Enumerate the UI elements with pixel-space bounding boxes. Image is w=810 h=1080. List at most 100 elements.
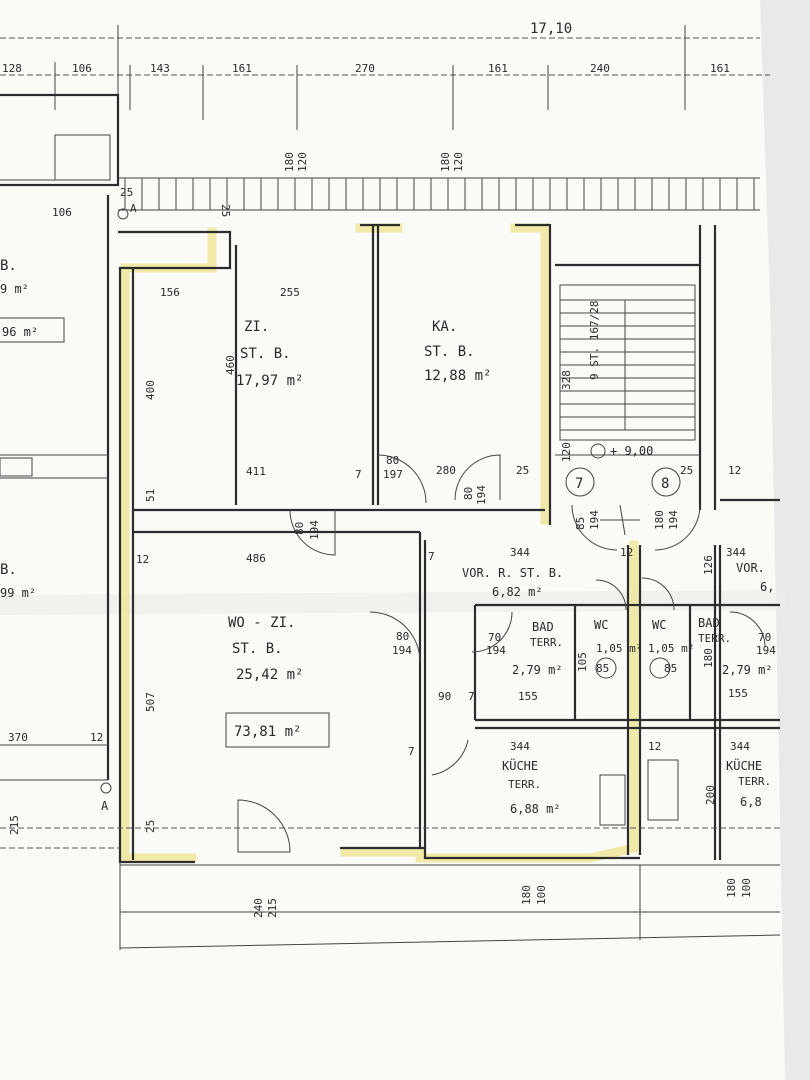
dim-240: 240: [252, 898, 265, 918]
dim-180b: 180: [520, 885, 533, 905]
dim-180c: 180: [725, 878, 738, 898]
dim-100: 100: [535, 885, 548, 905]
axis-marker-top: [117, 208, 129, 220]
bottom-terrace-lines: [0, 827, 781, 950]
kitchen-counter: [599, 774, 626, 826]
dim-215b: 215: [266, 898, 279, 918]
vertical-dimension-pairs: 180 120 180 120: [283, 152, 465, 172]
room-bad2-sub: TERR.: [698, 632, 731, 645]
room-wc-area: 1,05 m²: [596, 642, 642, 655]
dim-460: 460: [224, 355, 237, 375]
dim-85a: 85: [596, 662, 609, 675]
dim-7b: 7: [428, 550, 435, 563]
dim-328: 328: [560, 370, 573, 390]
dim-100b: 100: [740, 878, 753, 898]
kitchen-counter-2: [647, 759, 679, 821]
wc-bowl-2-icon: [649, 657, 671, 679]
misc-dimensions: 25 156 255 400 460 411 7 80 197 280 25 5…: [136, 204, 776, 918]
top-row-dimensions: 128 106 143 161 270 161 240 161: [2, 62, 730, 75]
dim-top-1: 106: [72, 62, 92, 75]
dim-180d: 180: [653, 510, 666, 530]
room-bad-sub: TERR.: [530, 636, 563, 649]
dim-12d: 12: [728, 464, 741, 477]
dim-25a: 25: [219, 204, 232, 217]
room-vorr-area: 6,82 m²: [492, 585, 543, 599]
room-wc-name: WC: [594, 618, 608, 632]
dim-top-0: 128: [2, 62, 22, 75]
dim-156: 156: [160, 286, 180, 299]
stair-riser-8-icon: [651, 467, 681, 497]
dim-507: 507: [144, 692, 157, 712]
unit-walls: [118, 223, 780, 864]
left-area-box: [0, 317, 65, 343]
dim-80a: 80: [386, 454, 399, 467]
total-area-box: [225, 712, 330, 748]
room-vor2-name: VOR.: [736, 561, 765, 575]
dim-12e: 12: [620, 546, 633, 559]
dim-85c: 85: [574, 517, 587, 530]
dim-194d: 194: [486, 644, 506, 657]
dim-280: 280: [436, 464, 456, 477]
room-wc2-name: WC: [652, 618, 666, 632]
room-wc2-area: 1,05 m²: [648, 642, 694, 655]
dim-v-180a: 180: [283, 152, 296, 172]
dim-105: 105: [576, 652, 589, 672]
dim-80b: 80: [293, 522, 306, 535]
room-kueche-sub: TERR.: [508, 778, 541, 791]
left-room-label-a: B.: [0, 258, 17, 274]
dim-v-180b: 180: [439, 152, 452, 172]
stair-level: + 9,00: [610, 444, 653, 458]
dim-12-left: 12: [90, 731, 103, 744]
stair-riser-7-icon: [565, 467, 595, 497]
room-kueche2-area: 6,8: [740, 795, 762, 809]
dim-v-120b: 120: [452, 152, 465, 172]
dim-344c: 344: [730, 740, 750, 753]
dim-194b: 194: [475, 485, 488, 505]
axis-marker-a: [100, 782, 112, 794]
dim-7c: 7: [468, 690, 475, 703]
room-wc: WC 1,05 m²: [594, 618, 642, 655]
room-wozi: WO - ZI. ST. B. 25,42 m²: [228, 615, 303, 683]
dim-126: 126: [702, 555, 715, 575]
dim-255: 255: [280, 286, 300, 299]
room-ka-name: KA.: [432, 319, 457, 335]
room-wozi-floor: ST. B.: [232, 641, 283, 657]
axis-label-top: A: [130, 202, 137, 215]
wc-bowl-icon: [595, 657, 617, 679]
dim-85b: 85: [664, 662, 677, 675]
room-wozi-area: 25,42 m²: [236, 667, 303, 683]
room-kueche2-name: KÜCHE: [726, 757, 762, 773]
dim-120: 120: [560, 442, 573, 462]
room-zi-area: 17,97 m²: [236, 373, 303, 389]
room-zi-floor: ST. B.: [240, 346, 291, 362]
dim-194a: 194: [308, 520, 321, 540]
dim-411: 411: [246, 465, 266, 478]
room-vor2-area: 6,: [760, 580, 774, 594]
paper-fold-shadow: [0, 590, 785, 615]
stair-label: 9 ST. 167/28: [588, 301, 601, 380]
balcony-railing-top: [118, 177, 760, 211]
dim-80c: 80: [462, 487, 475, 500]
dim-12c: 12: [648, 740, 661, 753]
room-zi: ZI. ST. B. 17,97 m²: [236, 319, 303, 389]
dim-155b: 155: [728, 687, 748, 700]
room-bad2-name: BAD: [698, 616, 720, 630]
left-room-area-c: 96 m²: [2, 325, 38, 339]
stairwell: [555, 284, 700, 536]
dim-215-left: 215: [8, 815, 21, 835]
dim-486: 486: [246, 552, 266, 565]
room-bad2: BAD TERR. 2,79 m²: [698, 616, 773, 677]
dim-top-7: 161: [710, 62, 730, 75]
dim-top-4: 270: [355, 62, 375, 75]
left-neighbour-unit: [0, 93, 120, 781]
room-vorraum: VOR. R. ST. B. 6,82 m²: [462, 566, 563, 599]
dim-197: 197: [383, 468, 403, 481]
top-dimension-lines: [0, 25, 770, 130]
dim-25c: 25: [516, 464, 529, 477]
axis-label-a: A: [101, 799, 109, 813]
dim-70b: 70: [758, 631, 771, 644]
dim-70: 70: [488, 631, 501, 644]
room-ka-floor: ST. B.: [424, 344, 475, 360]
dim-top-5: 161: [488, 62, 508, 75]
